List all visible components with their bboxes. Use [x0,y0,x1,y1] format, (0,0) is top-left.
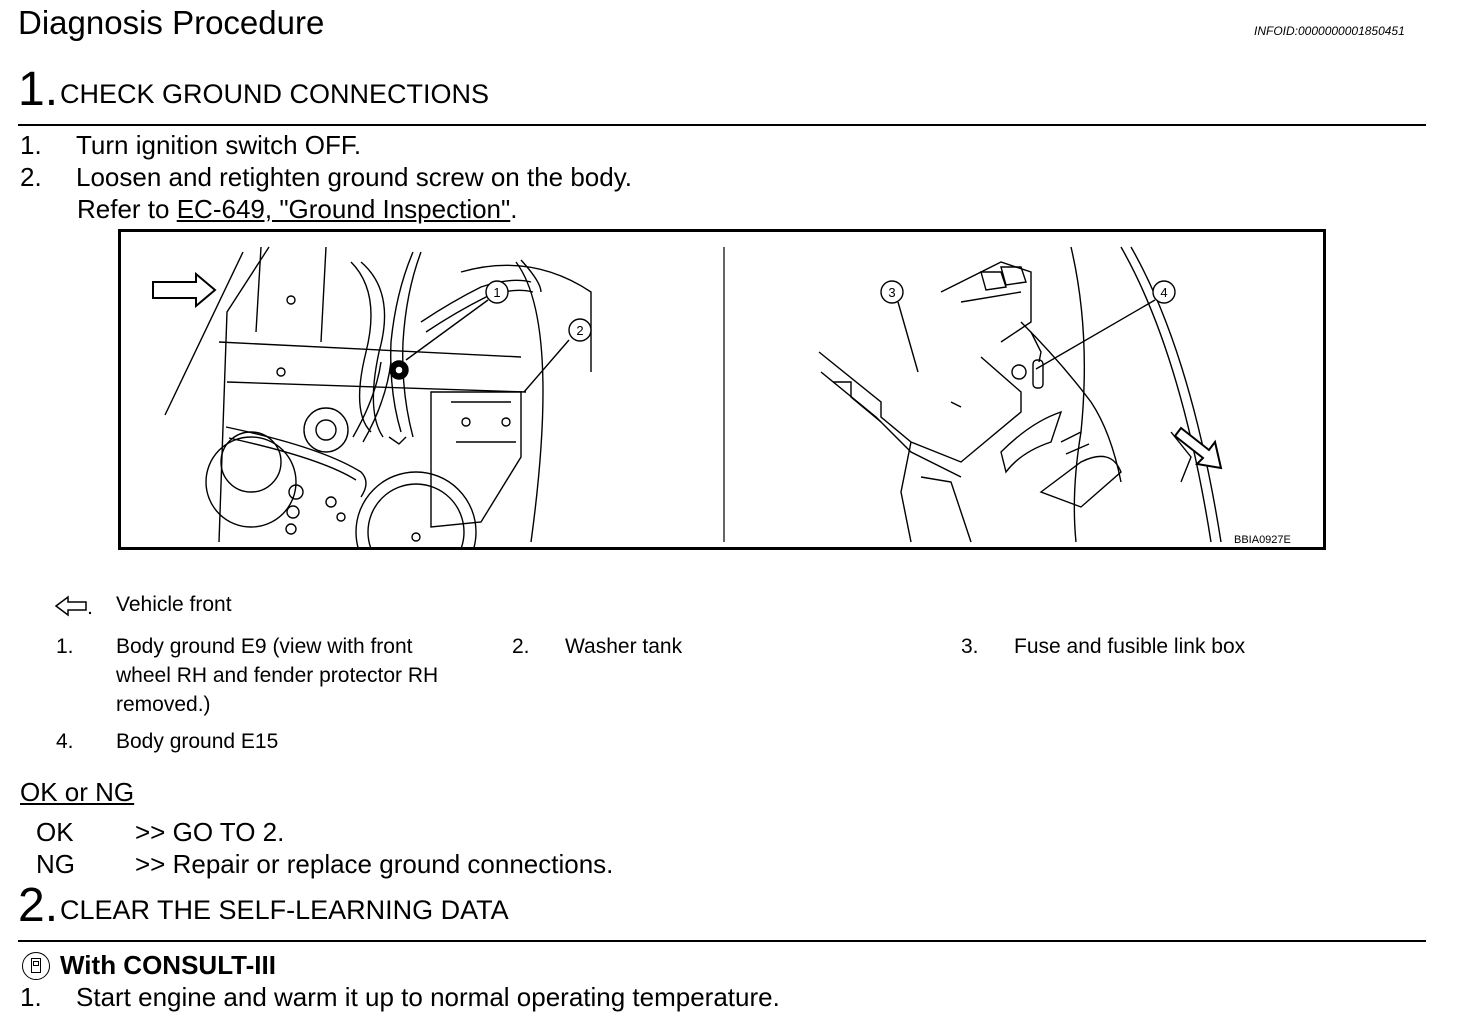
figure-illustration: 1 2 3 4 BBIA0927E [118,229,1326,550]
step-1-item-1-text: Turn ignition switch OFF. [76,130,362,160]
ok-or-ng-heading: OK or NG [20,777,135,807]
legend-item-2-text: Washer tank [565,635,683,658]
step-1-number: 1. [18,63,59,116]
step-2-title: CLEAR THE SELF-LEARNING DATA [60,895,509,925]
step-1-item-2-text: Loosen and retighten ground screw on the… [76,162,633,192]
ground-inspection-link[interactable]: EC-649, "Ground Inspection" [176,194,511,224]
refer-prefix: Refer to [77,194,177,224]
refer-line: Refer to EC-649, "Ground Inspection". [77,194,517,225]
step-2-divider [18,940,1426,942]
vehicle-front-arrow-icon [152,271,217,309]
callout-4 [1152,280,1176,304]
legend-item-2-num: 2. [512,635,530,658]
ground-bolt-e15-b [1032,359,1044,389]
info-id: INFOID:0000000001850451 [1254,24,1405,38]
callout-3 [880,280,904,304]
callout-2 [568,318,592,342]
refer-suffix: . [510,194,518,224]
ng-action: >> Repair or replace ground connections. [135,849,614,879]
ok-action: >> GO TO 2. [135,817,285,847]
callout-3-label: 3 [888,285,895,300]
callout-1-label: 1 [493,285,500,300]
step-1-title: CHECK GROUND CONNECTIONS [60,79,490,109]
step-1-divider [18,124,1426,126]
callout-2-label: 2 [576,323,583,338]
legend-vehicle-front: Vehicle front [116,593,232,616]
consult-device-icon [22,952,50,980]
step-1-item-1-num: 1. [20,130,42,160]
ng-label: NG [36,849,75,879]
callout-4-label: 4 [1160,285,1167,300]
vehicle-front-arrow-icon-right [1173,426,1223,470]
ground-bolt-e15-a [1011,364,1027,380]
consult-label: With CONSULT-III [60,950,276,980]
step-2-item-1-text: Start engine and warm it up to normal op… [76,982,780,1012]
figure-drawing: 1 2 3 4 [152,246,1223,547]
legend-item-1-text-line3: removed.) [116,693,211,716]
callout-1 [485,280,509,304]
legend-item-4-num: 4. [56,730,74,753]
legend-item-3-num: 3. [961,635,979,658]
step-2-item-1-num: 1. [20,982,42,1012]
step-2-number: 2. [18,879,59,932]
figure-code: BBIA0927E [1234,534,1291,546]
step-1-item-2-num: 2. [20,162,42,192]
vehicle-front-legend-icon [54,595,92,617]
legend-item-4-text: Body ground E15 [116,730,279,753]
page-title: Diagnosis Procedure [18,4,325,41]
legend-item-1-text: Body ground E9 (view with front [116,635,413,658]
legend-item-1-num: 1. [56,635,74,658]
legend-item-1-text-line2: wheel RH and fender protector RH [116,664,439,687]
ok-label: OK [36,817,74,847]
legend-item-3-text: Fuse and fusible link box [1014,635,1246,658]
